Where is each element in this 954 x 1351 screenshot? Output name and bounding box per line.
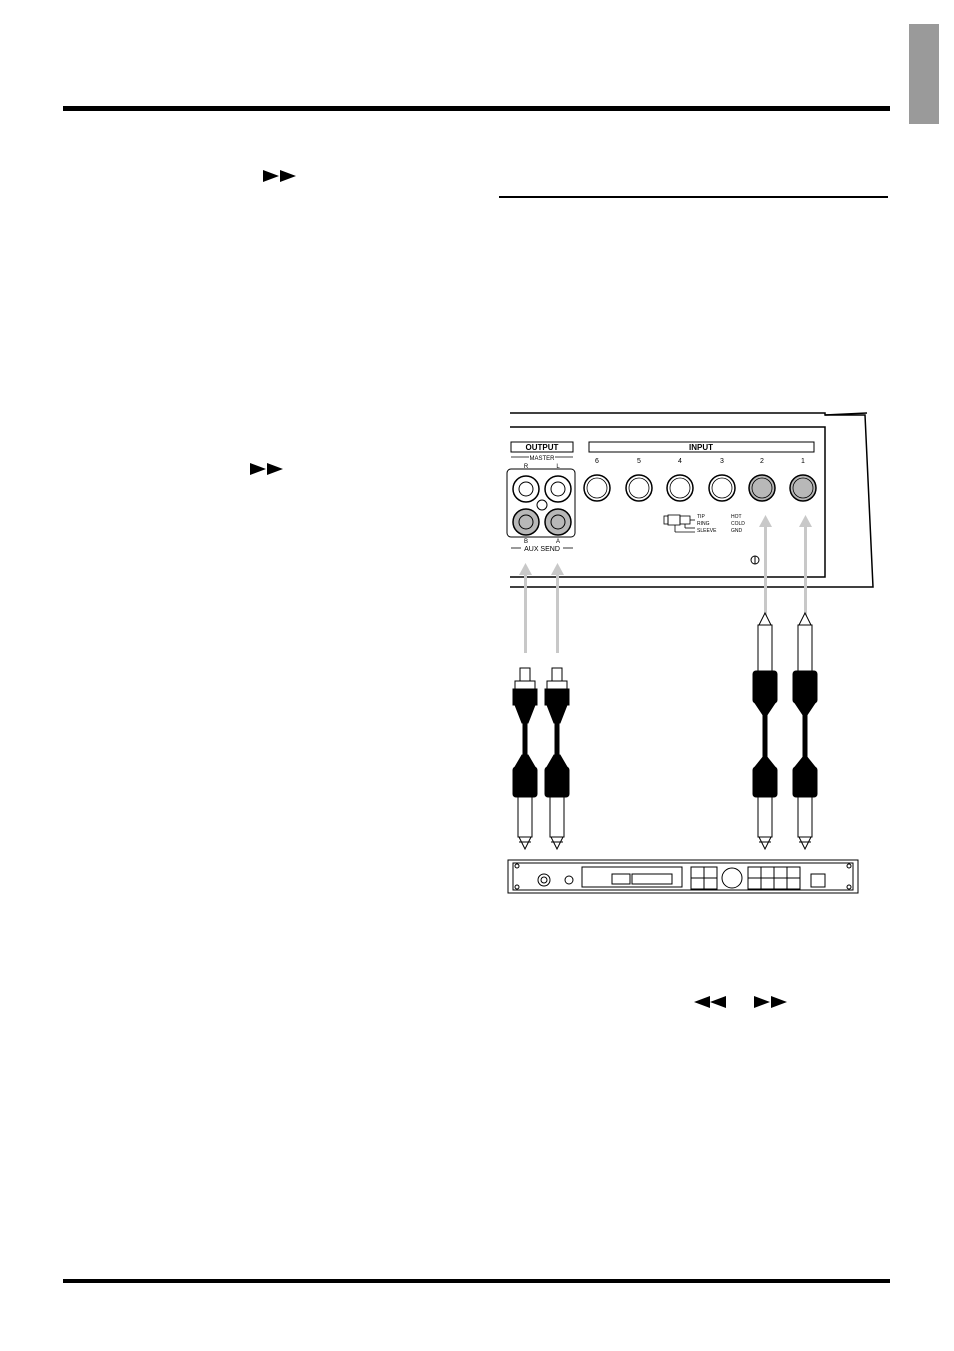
input-number: 2: [760, 458, 764, 465]
aux-b-jack: [512, 508, 540, 536]
input-number: 6: [595, 458, 599, 465]
input-number: 1: [801, 458, 805, 465]
output-section: OUTPUT MASTER R L B A AUX SEND: [506, 441, 576, 553]
input-jack-1: [789, 474, 817, 502]
aux-a-label: A: [556, 539, 560, 545]
footer-rule: [63, 1279, 890, 1283]
input-number: 5: [637, 458, 641, 465]
input-jack-6: [583, 474, 611, 502]
input-label: INPUT: [689, 443, 713, 452]
rear-panel: [510, 412, 874, 588]
master-l-jack: [544, 475, 572, 503]
signal-arrows: [519, 515, 812, 653]
master-r-jack: [512, 475, 540, 503]
plug-term: TIP: [697, 514, 705, 520]
plug-wiring-legend: [663, 514, 695, 533]
input-jack-5: [625, 474, 653, 502]
section-rule: [499, 196, 888, 198]
fast-forward-icon: [754, 996, 787, 1008]
input-jack-4: [666, 474, 694, 502]
plug-term: RING: [697, 521, 710, 527]
rca-cable-left: [512, 667, 538, 851]
input-number: 4: [678, 458, 682, 465]
plug-signal: COLD: [731, 521, 745, 527]
input-jack-3: [708, 474, 736, 502]
fast-forward-icon: [250, 463, 283, 475]
plug-signal: HOT: [731, 514, 742, 520]
rewind-icon: [694, 996, 726, 1008]
phone-cable-right: [792, 611, 818, 851]
header-rule: [63, 106, 890, 111]
output-label: OUTPUT: [526, 443, 559, 452]
connection-diagram: OUTPUT MASTER R L B A AUX SEND INPUT 6 5…: [506, 412, 874, 894]
master-label: MASTER: [529, 456, 555, 462]
plug-term: SLEEVE: [697, 528, 717, 534]
effects-unit: [507, 859, 859, 894]
fast-forward-icon: [263, 170, 296, 182]
input-jack-2: [748, 474, 776, 502]
chapter-tab: [909, 24, 939, 124]
aux-a-jack: [544, 508, 572, 536]
rca-cable-right: [544, 667, 570, 851]
master-l-label: L: [556, 464, 560, 470]
aux-b-label: B: [524, 539, 528, 545]
input-number: 3: [720, 458, 724, 465]
phone-cable-left: [752, 611, 778, 851]
aux-send-label: AUX SEND: [524, 546, 560, 553]
master-r-label: R: [524, 464, 529, 470]
plug-signal: GND: [731, 528, 743, 534]
input-section: INPUT 6 5 4 3 2 1 TIP RING SLEE: [583, 441, 817, 565]
